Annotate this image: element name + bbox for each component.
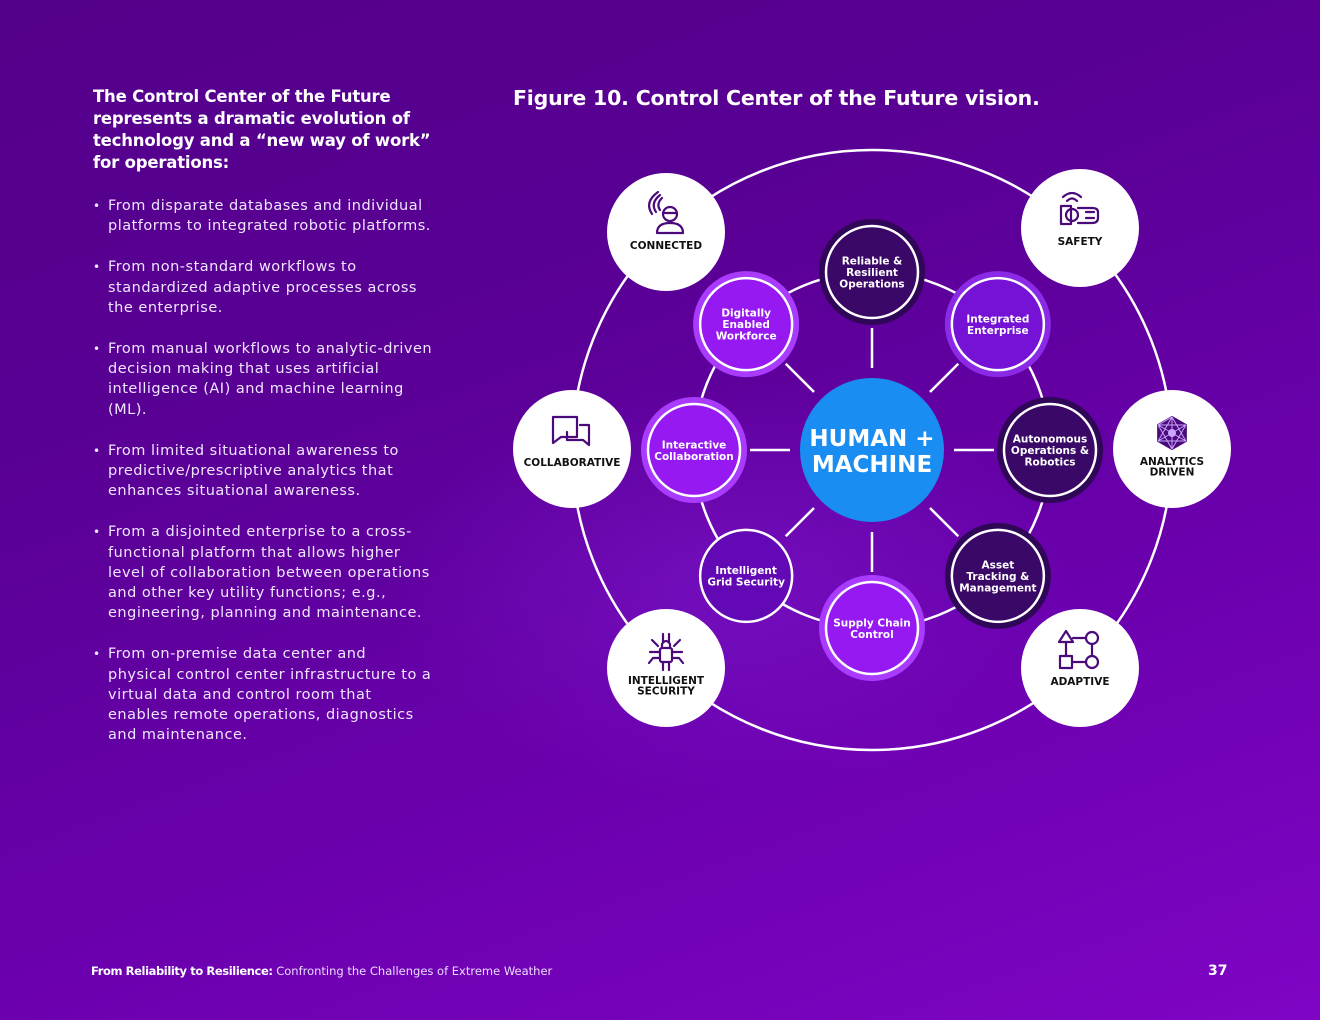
bullet-text: From disparate databases and individual …	[108, 198, 431, 235]
bullet-dot: •	[93, 647, 101, 662]
node-label: Grid Security	[707, 577, 785, 589]
outer-node-label: COLLABORATIVE	[524, 457, 621, 469]
node-label: Integrated	[966, 313, 1029, 325]
node-circle	[950, 276, 1046, 372]
figure-title: Figure 10. Control Center of the Future …	[513, 86, 1040, 110]
outer-node-label: SECURITY	[637, 685, 695, 697]
intro-heading: The Control Center of the Future represe…	[93, 87, 431, 172]
bullet-item: • From non-standard workflows to standard…	[93, 257, 433, 318]
worker-headset-icon	[647, 190, 685, 235]
node-label: Resilient	[846, 267, 898, 279]
node-label: Interactive	[662, 439, 727, 451]
outer-node-label: SAFETY	[1058, 236, 1103, 248]
node-label: Autonomous	[1013, 434, 1087, 446]
bullet-text: From on-premise data center and physical…	[108, 646, 432, 744]
node-label: Control	[850, 629, 893, 641]
bullet-dot: •	[93, 342, 101, 357]
bullet-dot: •	[93, 443, 101, 458]
outer-node-label: CONNECTED	[630, 240, 702, 252]
footer: From Reliability to Resilience: Confront…	[91, 964, 552, 978]
bullet-item: • From manual workflows to analytic-drive…	[93, 339, 433, 420]
bullet-list: • From disparate databases and individual…	[93, 196, 433, 766]
chat-bubbles-icon	[551, 415, 591, 447]
outer-node-label: DRIVEN	[1150, 466, 1195, 478]
node-circle	[698, 528, 794, 624]
outer-node-circle	[607, 609, 725, 727]
connector-spoke	[929, 362, 960, 393]
node-label: Intelligent	[715, 565, 776, 577]
center-node: HUMAN +MACHINE	[800, 378, 944, 522]
outer-node-connected: CONNECTED	[607, 173, 725, 291]
circuit-lock-icon	[647, 632, 685, 672]
center-label: HUMAN +	[809, 426, 934, 452]
node-label: Asset	[981, 559, 1014, 571]
footer-title: From Reliability to Resilience:	[91, 964, 273, 978]
bullet-dot: •	[93, 199, 101, 213]
bullet-text: From non-standard workflows to standardi…	[108, 259, 417, 316]
bullet-text: From a disjointed enterprise to a cross-…	[108, 524, 430, 622]
outer-node-circle	[513, 390, 631, 508]
connector-spoke	[784, 362, 815, 393]
footer-subtitle: Confronting the Challenges of Extreme We…	[272, 964, 553, 978]
node-label: Enabled	[722, 319, 770, 331]
node-circle	[646, 402, 742, 498]
connector-spoke	[784, 507, 815, 538]
center-label: MACHINE	[812, 452, 932, 478]
node-label: Reliable &	[842, 256, 903, 268]
outer-node-label: ADAPTIVE	[1050, 676, 1109, 688]
node-circle	[824, 580, 920, 676]
node-label: Collaboration	[654, 451, 734, 463]
node-label: Workforce	[716, 331, 777, 343]
node-label: Digitally	[721, 308, 771, 320]
bullet-item: • From on-premise data center and physica…	[93, 644, 433, 745]
bullet-item: • From limited situational awareness to p…	[93, 441, 433, 502]
bullet-text: From limited situational awareness to pr…	[108, 442, 399, 500]
bullet-dot: •	[93, 260, 101, 275]
node-circle	[824, 224, 920, 320]
outer-node-label: ANALYTICS	[1140, 456, 1204, 468]
node-label: Tracking &	[966, 571, 1029, 583]
outer-node-safety: SAFETY	[1021, 169, 1139, 287]
bullet-dot: •	[93, 525, 101, 540]
outer-node-circle	[1021, 169, 1139, 287]
node-circle	[950, 528, 1046, 624]
outer-node-circle	[1021, 609, 1139, 727]
wearable-wristband-icon	[1059, 191, 1100, 226]
bullet-item: • From a disjointed enterprise to a cross…	[93, 522, 433, 623]
node-label: Management	[959, 582, 1036, 594]
shapes-flow-icon	[1057, 629, 1100, 670]
page-number: 37	[1208, 963, 1228, 979]
node-circle	[1002, 402, 1098, 498]
node-label: Enterprise	[967, 325, 1029, 337]
center-circle	[800, 378, 944, 522]
outer-node-adaptive: ADAPTIVE	[1021, 609, 1139, 727]
node-label: Operations	[839, 279, 904, 291]
network-polyhedron-icon	[1157, 415, 1187, 451]
node-label: Robotics	[1024, 457, 1075, 469]
node-label: Operations &	[1011, 445, 1089, 457]
node-label: Supply Chain	[833, 617, 911, 629]
connector-spoke	[929, 507, 960, 538]
bullet-text: From manual workflows to analytic-driven…	[108, 341, 433, 418]
outer-node-label: INTELLIGENT	[628, 675, 705, 687]
outer-node-collaborative: COLLABORATIVE	[513, 390, 631, 508]
node-circle	[698, 276, 794, 372]
bullet-item: • From disparate databases and individual…	[93, 196, 433, 236]
